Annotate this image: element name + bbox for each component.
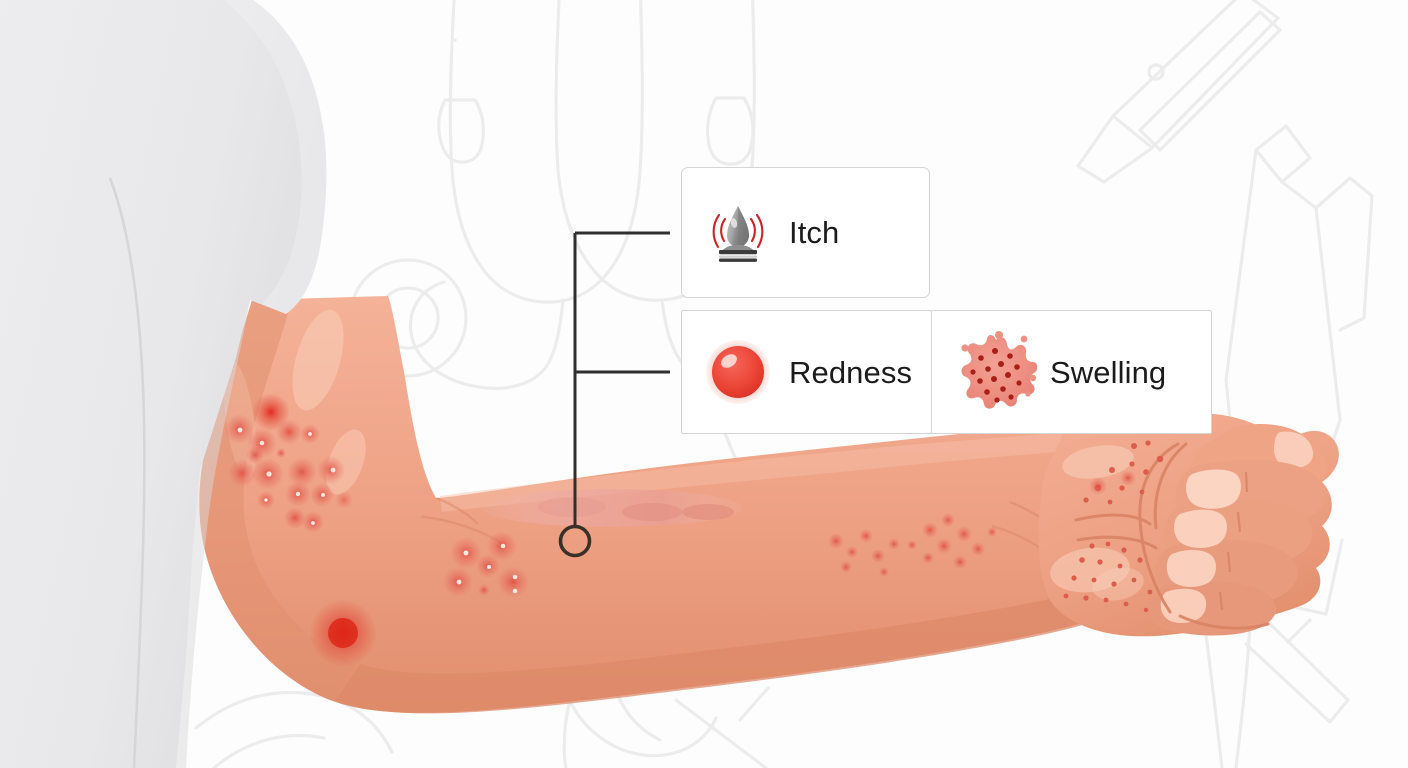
- itch-vibration-icon: [704, 199, 772, 267]
- symptom-label-itch: Itch: [789, 215, 840, 250]
- t-shirt-sleeve: [0, 0, 327, 768]
- fingers: [1148, 459, 1326, 636]
- inflamed-patch: [482, 489, 742, 527]
- symptom-label-swelling: Swelling: [1050, 354, 1167, 390]
- symptom-label-redness: Redness: [789, 354, 913, 390]
- stethoscope-tail-watermark: [194, 690, 394, 768]
- lesion-marker-circle[interactable]: [558, 524, 592, 558]
- closed-fist-hand: [1038, 412, 1339, 637]
- hand-rash: [1050, 440, 1164, 613]
- elbow-hot-spot: [309, 599, 377, 667]
- swelling-blob-icon: [956, 331, 1038, 413]
- scalpel-watermark: [1076, 0, 1282, 184]
- symptom-card-redness[interactable]: Redness: [681, 310, 932, 434]
- symptom-card-itch[interactable]: Itch: [681, 167, 930, 298]
- symptom-card-swelling[interactable]: Swelling: [931, 310, 1212, 434]
- forearm: [199, 296, 1181, 714]
- redness-circle-icon: [704, 338, 772, 406]
- rash-spot-cluster: [224, 393, 997, 667]
